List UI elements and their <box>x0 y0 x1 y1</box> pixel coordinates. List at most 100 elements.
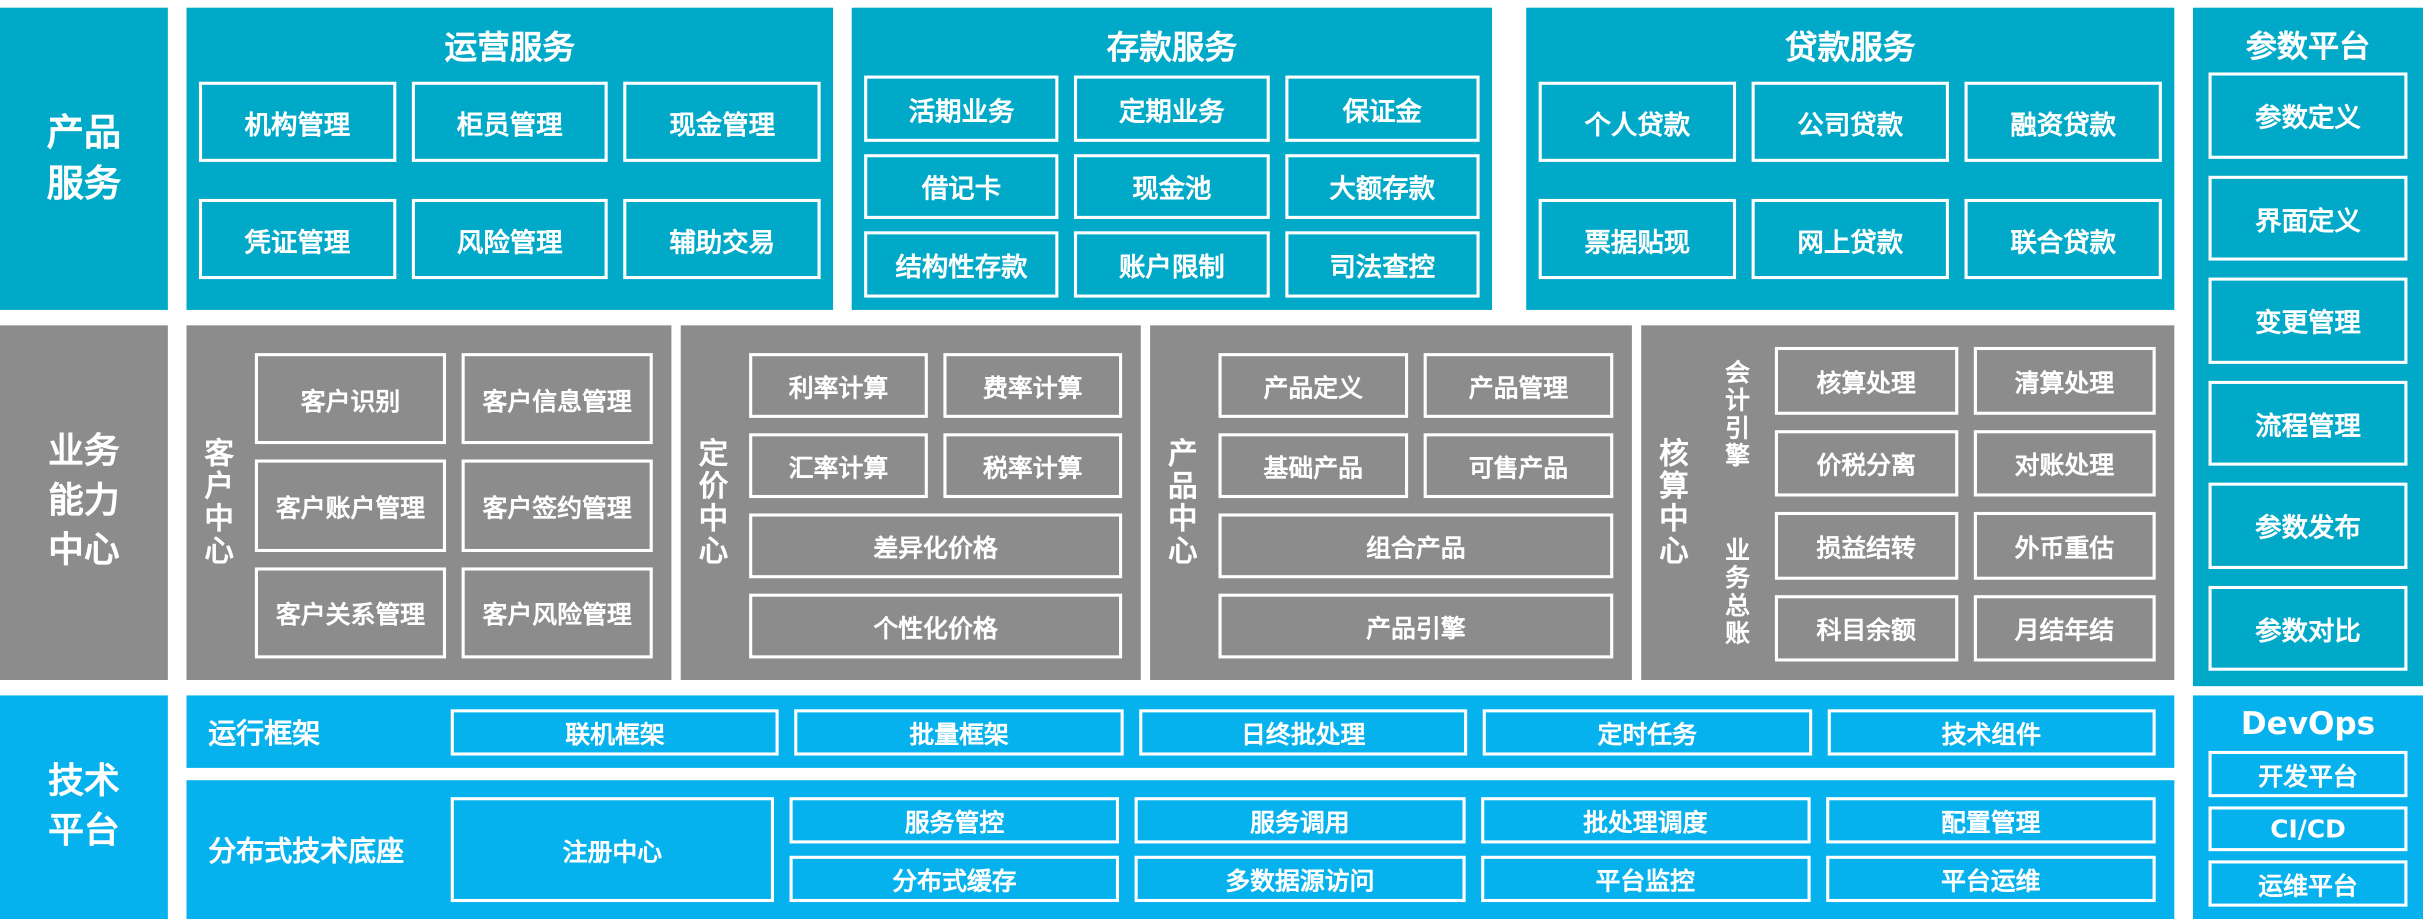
parameter-item[interactable]: 参数对比 <box>2208 585 2408 671</box>
capability-item[interactable]: 差异化价格 <box>749 513 1123 579</box>
service-item[interactable]: 司法查控 <box>1284 231 1480 298</box>
capability-item[interactable]: 价税分离 <box>1774 429 1958 497</box>
base-column: 服务管控 分布式缓存 <box>789 797 1120 903</box>
service-item[interactable]: 活期业务 <box>864 75 1059 142</box>
service-item[interactable]: 结构性存款 <box>864 231 1059 298</box>
tech-item[interactable]: 技术组件 <box>1827 708 2156 755</box>
service-item[interactable]: 保证金 <box>1284 75 1480 142</box>
service-item[interactable]: 票据贴现 <box>1538 198 1737 280</box>
tech-item[interactable]: 分布式缓存 <box>789 855 1120 903</box>
service-item[interactable]: 网上贷款 <box>1751 198 1949 280</box>
row-label-technology-platform-text: 技术 平台 <box>0 695 168 919</box>
devops-item[interactable]: CI/CD <box>2208 805 2408 852</box>
service-item[interactable]: 定期业务 <box>1074 75 1270 142</box>
parameter-item[interactable]: 界面定义 <box>2208 175 2408 261</box>
devops-item[interactable]: 运维平台 <box>2208 860 2408 907</box>
capability-item[interactable]: 个性化价格 <box>749 593 1123 659</box>
service-item[interactable]: 账户限制 <box>1074 231 1270 298</box>
service-item[interactable]: 融资贷款 <box>1964 81 2162 162</box>
capability-item[interactable]: 费率计算 <box>943 353 1123 418</box>
tech-item[interactable]: 定时任务 <box>1482 708 1812 755</box>
capability-item[interactable]: 清算处理 <box>1973 346 2156 415</box>
capability-item[interactable]: 汇率计算 <box>749 433 928 499</box>
capability-item[interactable]: 利率计算 <box>749 353 928 418</box>
group-item-grid: 活期业务 定期业务 保证金 借记卡 现金池 大额存款 结构性存款 账户限制 司法… <box>864 75 1480 298</box>
service-item[interactable]: 辅助交易 <box>623 198 821 280</box>
capability-item[interactable]: 客户信息管理 <box>461 353 653 445</box>
parameter-item[interactable]: 变更管理 <box>2208 277 2408 364</box>
center-product: 产品中心 产品定义 产品管理 基础产品 可售产品 组合产品 产品引擎 <box>1150 325 1632 680</box>
runtime-framework-band: 运行框架 联机框架 批量框架 日终批处理 定时任务 技术组件 <box>186 695 2175 768</box>
capability-item[interactable]: 客户关系管理 <box>254 566 447 659</box>
capability-item[interactable]: 可售产品 <box>1423 433 1614 499</box>
tech-item[interactable]: 联机框架 <box>450 708 780 755</box>
center-accounting-sublabels: 会计引擎 业务总账 <box>1703 325 1765 680</box>
parameter-item[interactable]: 流程管理 <box>2208 380 2408 466</box>
capability-item[interactable]: 客户风险管理 <box>461 566 653 659</box>
tech-item[interactable]: 多数据源访问 <box>1134 855 1465 903</box>
tech-item[interactable]: 平台运维 <box>1825 855 2156 903</box>
row-label-business-capability-text: 业务 能力 中心 <box>0 325 168 680</box>
row-label-line: 技术 <box>48 761 120 802</box>
capability-item[interactable]: 产品定义 <box>1218 353 1409 418</box>
parameter-item[interactable]: 参数发布 <box>2208 482 2408 569</box>
center-product-grid: 产品定义 产品管理 基础产品 可售产品 组合产品 产品引擎 <box>1212 325 1632 680</box>
registry-center-item[interactable]: 注册中心 <box>450 797 774 903</box>
tech-item[interactable]: 服务管控 <box>789 797 1120 844</box>
service-item[interactable]: 个人贷款 <box>1538 81 1737 162</box>
sublabel-general-ledger: 业务总账 <box>1720 535 1751 647</box>
base-column: 服务调用 多数据源访问 <box>1134 797 1465 903</box>
sublabel-accounting-engine: 会计引擎 <box>1720 358 1751 470</box>
capability-item[interactable]: 科目余额 <box>1774 594 1958 662</box>
capability-item[interactable]: 损益结转 <box>1774 511 1958 580</box>
center-pricing-label: 定价中心 <box>693 437 729 568</box>
service-item[interactable]: 公司贷款 <box>1751 81 1949 162</box>
group-deposit-services: 存款服务 活期业务 定期业务 保证金 借记卡 现金池 大额存款 结构性存款 账户… <box>851 7 1493 310</box>
service-item[interactable]: 风险管理 <box>411 198 609 280</box>
service-item[interactable]: 现金管理 <box>623 81 821 162</box>
group-loan-services: 贷款服务 个人贷款 公司贷款 融资贷款 票据贴现 网上贷款 联合贷款 <box>1526 7 2175 310</box>
group-title: 运营服务 <box>444 29 576 67</box>
center-product-label: 产品中心 <box>1163 437 1198 568</box>
distributed-base-items: 注册中心 服务管控 分布式缓存 服务调用 多数据源访问 批处理调度 平台监控 配… <box>450 797 2175 903</box>
service-item[interactable]: 柜员管理 <box>411 81 609 162</box>
capability-item[interactable]: 基础产品 <box>1218 433 1409 499</box>
devops-item[interactable]: 开发平台 <box>2208 750 2408 797</box>
capability-item[interactable]: 外币重估 <box>1973 511 2156 580</box>
service-item[interactable]: 凭证管理 <box>198 198 396 280</box>
capability-item[interactable]: 客户识别 <box>254 353 447 445</box>
row-label-line: 能力 <box>48 481 120 522</box>
capability-item[interactable]: 税率计算 <box>943 433 1123 499</box>
group-title: 贷款服务 <box>1785 29 1916 67</box>
tech-item[interactable]: 批处理调度 <box>1480 797 1811 844</box>
parameter-item[interactable]: 参数定义 <box>2208 72 2408 159</box>
devops-title: DevOps <box>2240 704 2376 742</box>
tech-item[interactable]: 服务调用 <box>1134 797 1465 844</box>
tech-item[interactable]: 平台监控 <box>1480 855 1811 903</box>
capability-item[interactable]: 核算处理 <box>1774 346 1958 415</box>
service-item[interactable]: 大额存款 <box>1284 153 1480 220</box>
row-label-product-services: 产品 服务 <box>0 7 168 310</box>
center-customer-label: 客户中心 <box>199 437 234 568</box>
row-label-line: 服务 <box>46 161 122 206</box>
capability-item[interactable]: 客户签约管理 <box>461 460 653 552</box>
group-title: 存款服务 <box>1106 29 1238 67</box>
capability-item[interactable]: 对账处理 <box>1973 429 2156 497</box>
capability-item[interactable]: 产品管理 <box>1423 353 1614 418</box>
capability-item[interactable]: 月结年结 <box>1973 594 2156 662</box>
service-item[interactable]: 机构管理 <box>198 81 396 162</box>
service-item[interactable]: 现金池 <box>1074 153 1270 220</box>
tech-item[interactable]: 日终批处理 <box>1138 708 1468 755</box>
tech-item[interactable]: 批量框架 <box>794 708 1124 755</box>
devops-panel: DevOps 开发平台 CI/CD 运维平台 <box>2192 695 2423 919</box>
capability-item[interactable]: 客户账户管理 <box>254 460 447 552</box>
tech-item[interactable]: 配置管理 <box>1825 797 2156 844</box>
center-pricing-grid: 利率计算 费率计算 汇率计算 税率计算 差异化价格 个性化价格 <box>743 325 1141 680</box>
capability-item[interactable]: 组合产品 <box>1218 513 1614 579</box>
capability-item[interactable]: 产品引擎 <box>1218 593 1614 659</box>
row-label-line: 中心 <box>48 530 120 571</box>
service-item[interactable]: 借记卡 <box>864 153 1059 220</box>
service-item[interactable]: 联合贷款 <box>1964 198 2162 280</box>
parameter-platform-title: 参数平台 <box>2245 27 2371 65</box>
